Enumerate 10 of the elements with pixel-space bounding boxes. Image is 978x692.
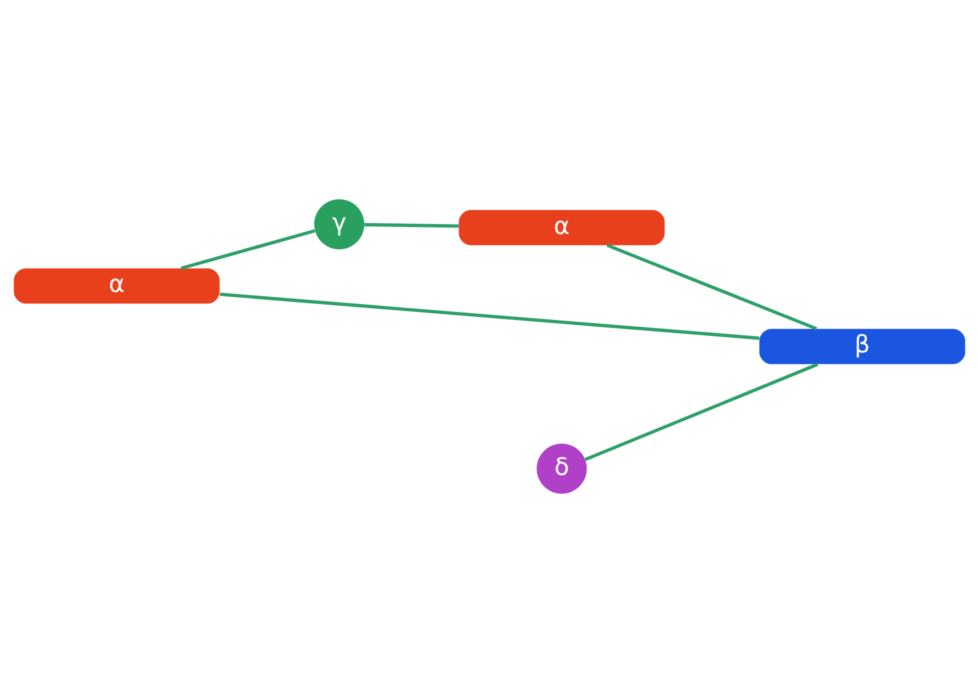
connector xyxy=(180,228,315,270)
connector xyxy=(584,362,818,461)
node-circle: δ xyxy=(536,443,586,494)
node-circle: γ xyxy=(314,198,364,249)
node-box: β xyxy=(758,328,965,364)
connector xyxy=(219,292,759,340)
connector xyxy=(364,222,458,228)
connector xyxy=(606,243,817,330)
node-box: α xyxy=(13,268,220,304)
node-box: α xyxy=(458,210,664,245)
